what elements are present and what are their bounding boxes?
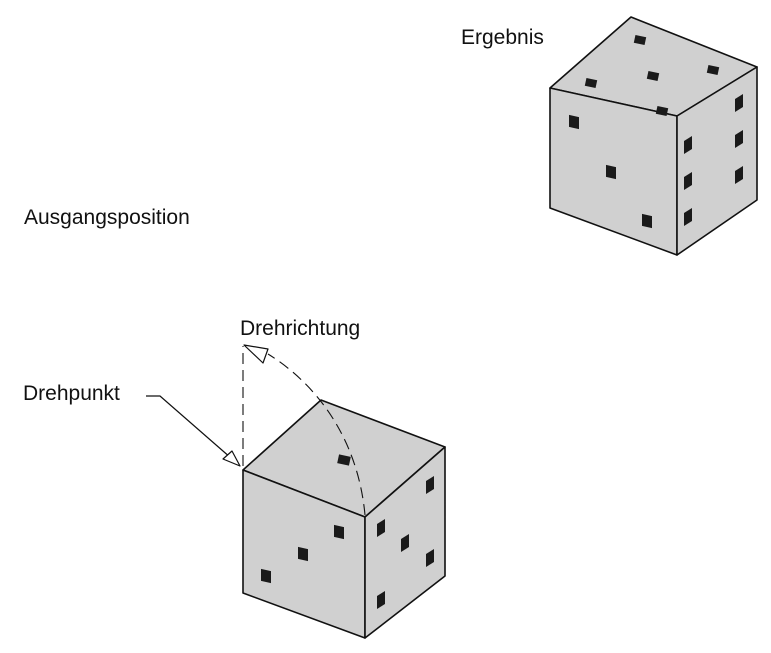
start-die-front-pips [261, 524, 344, 584]
result-die-right-face [676, 66, 758, 256]
pivot-arrowhead [222, 450, 241, 467]
rotation-direction-arc [267, 353, 366, 516]
rotation-direction-arrowhead [243, 344, 269, 364]
rotation-direction-label: Drehrichtung [240, 317, 360, 340]
result-label: Ergebnis [461, 26, 544, 49]
result-die-top-pips [584, 34, 720, 117]
start-position-label: Ausgangsposition [24, 206, 190, 229]
pivot-label: Drehpunkt [23, 382, 120, 405]
result-die-right-pips [684, 94, 743, 226]
result-die [549, 16, 758, 256]
start-die-right-pips [377, 476, 434, 609]
start-die [242, 399, 446, 639]
start-die-top-pips [337, 454, 351, 466]
pivot-leader-line [146, 395, 232, 459]
result-die-front-pips [569, 114, 652, 229]
